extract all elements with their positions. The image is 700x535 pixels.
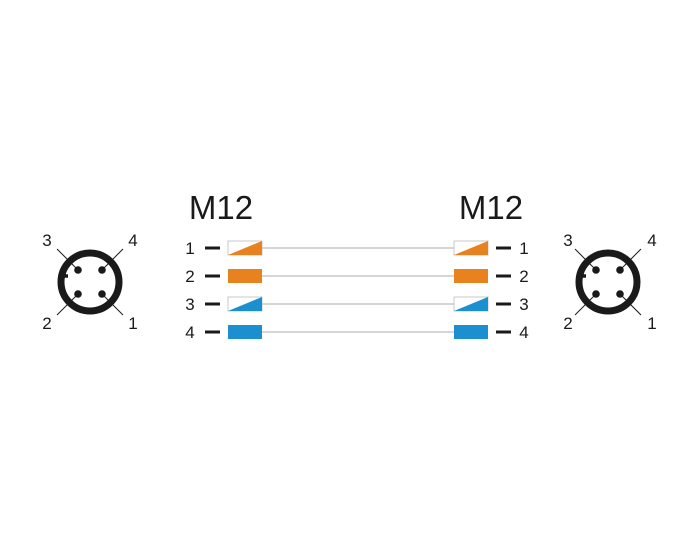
right-wire-fill-1: [454, 241, 488, 255]
right-face-key: [580, 268, 586, 278]
right-pin-label-3: 3: [519, 295, 528, 314]
left-pin-label-2: 2: [185, 267, 194, 286]
left-pin-label-1: 1: [185, 239, 194, 258]
right-pin-label-4: 4: [519, 323, 528, 342]
left-connector-face: 3 4 2 1: [42, 231, 137, 333]
right-leader-1: [619, 293, 642, 316]
right-wire-block-2: [454, 269, 488, 283]
left-pin-label-4: 4: [185, 323, 194, 342]
right-wire-block-4: [454, 325, 488, 339]
left-face-label-2: 2: [42, 314, 51, 333]
left-leader-3: [56, 248, 79, 271]
left-wire-block-2: [228, 269, 262, 283]
wire-row-2: 2 2: [185, 267, 528, 286]
right-face-label-1: 1: [647, 314, 656, 333]
right-leader-3: [574, 248, 597, 271]
right-leader-4: [619, 248, 642, 271]
left-face-key: [62, 268, 68, 278]
left-wire-fill-3: [228, 297, 262, 311]
right-face-label-2: 2: [563, 314, 572, 333]
right-connector-title: M12: [459, 189, 523, 226]
left-wire-fill-1: [228, 241, 262, 255]
right-leader-2: [574, 293, 597, 316]
left-face-label-3: 3: [42, 231, 51, 250]
right-face-label-3: 3: [563, 231, 572, 250]
left-connector-title: M12: [189, 189, 253, 226]
right-pin-label-2: 2: [519, 267, 528, 286]
right-face-label-4: 4: [647, 231, 656, 250]
left-leader-1: [101, 293, 124, 316]
wire-row-3: 3 3: [185, 295, 528, 314]
left-face-ring: [57, 249, 123, 315]
wire-row-1: 1 1: [185, 239, 528, 258]
left-leader-4: [101, 248, 124, 271]
right-face-ring: [575, 249, 641, 315]
right-wire-fill-3: [454, 297, 488, 311]
right-connector-face: 3 4 2 1: [563, 231, 656, 333]
wire-row-4: 4 4: [185, 323, 528, 342]
left-pin-label-3: 3: [185, 295, 194, 314]
left-leader-2: [56, 293, 79, 316]
left-face-label-1: 1: [128, 314, 137, 333]
left-wire-block-4: [228, 325, 262, 339]
right-pin-label-1: 1: [519, 239, 528, 258]
left-face-label-4: 4: [128, 231, 137, 250]
